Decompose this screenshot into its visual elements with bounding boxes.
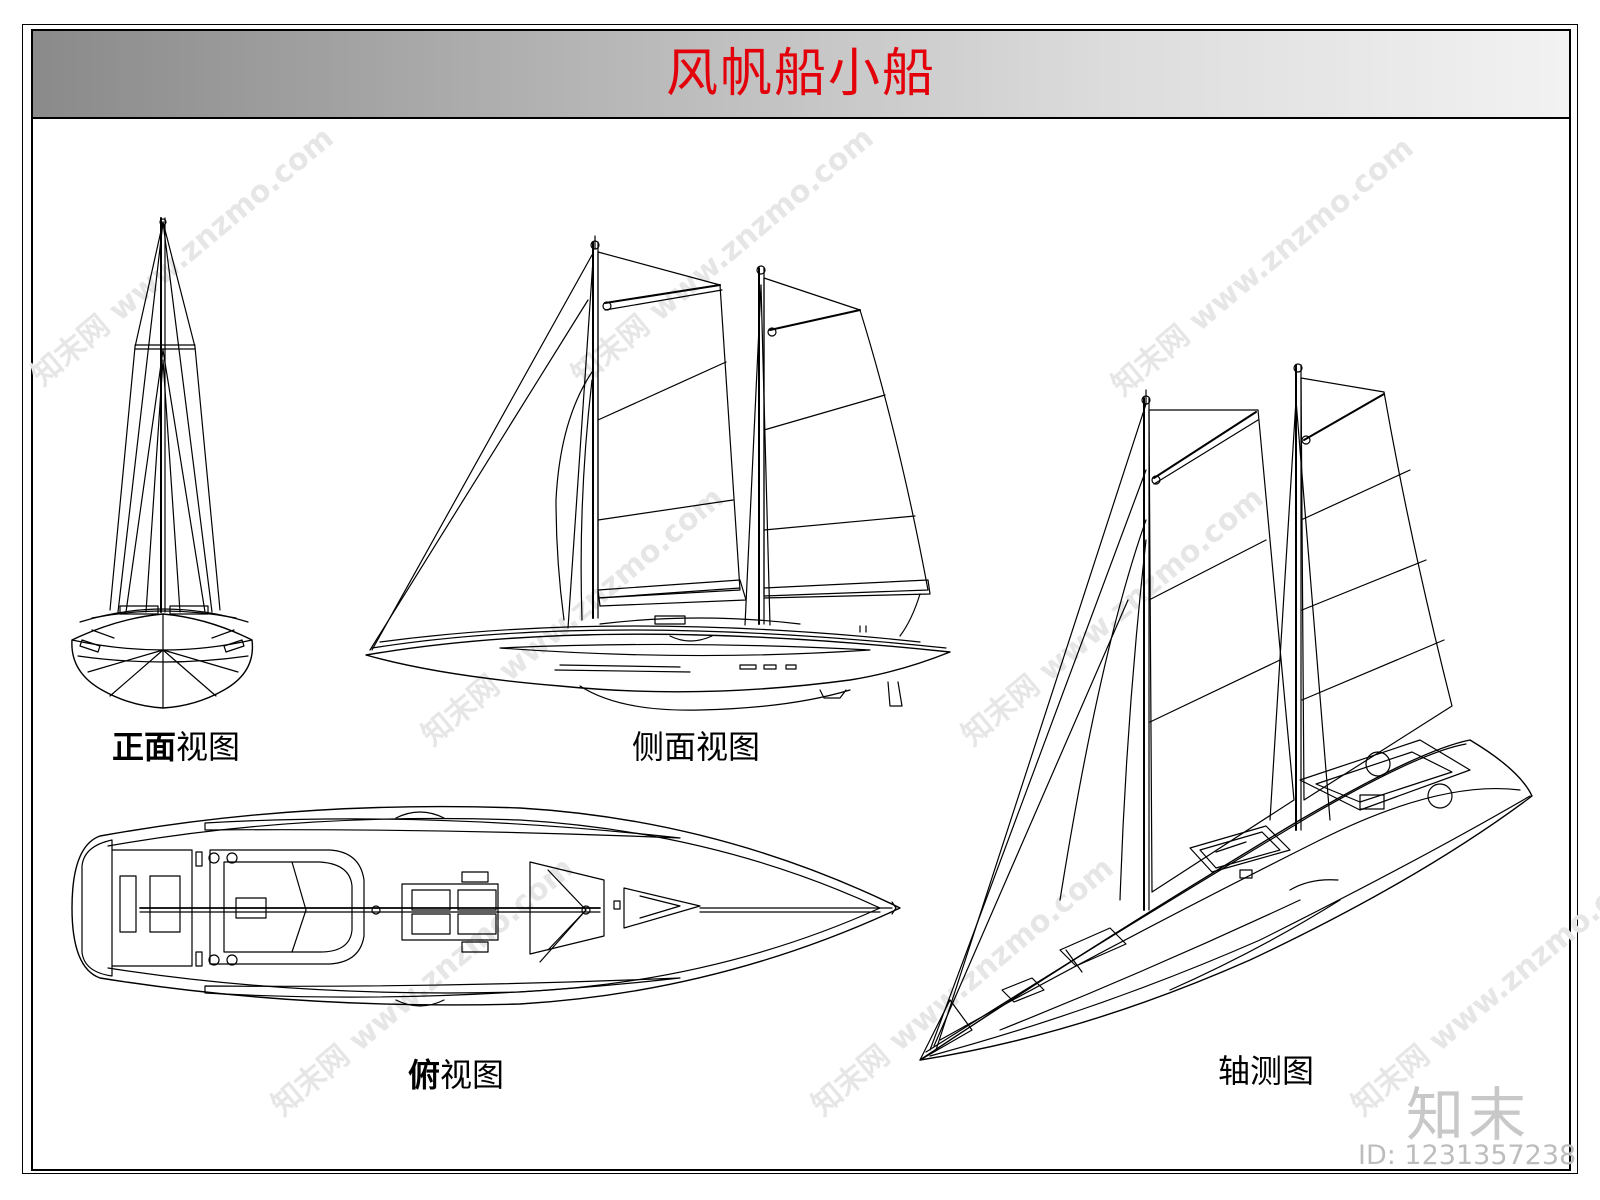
front-view-drawing <box>71 217 254 709</box>
top-view-label: 俯视图 <box>408 1056 505 1094</box>
watermark-id: ID: 1231357238 <box>1358 1140 1577 1171</box>
axonometric-view-drawing <box>919 363 1533 1061</box>
watermark-logo: 知末 <box>1406 1081 1531 1149</box>
axonometric-view-label: 轴测图 <box>1218 1052 1315 1090</box>
page-title: 风帆船小船 <box>665 44 936 104</box>
side-view-label: 侧面视图 <box>632 728 761 766</box>
outer-frame <box>22 24 1578 1174</box>
side-view-drawing <box>365 235 951 711</box>
inner-frame <box>31 29 1571 1171</box>
top-view-drawing <box>71 805 901 1007</box>
title-bar: 风帆船小船 <box>33 31 1569 119</box>
front-view-label: 正面视图 <box>112 728 241 766</box>
